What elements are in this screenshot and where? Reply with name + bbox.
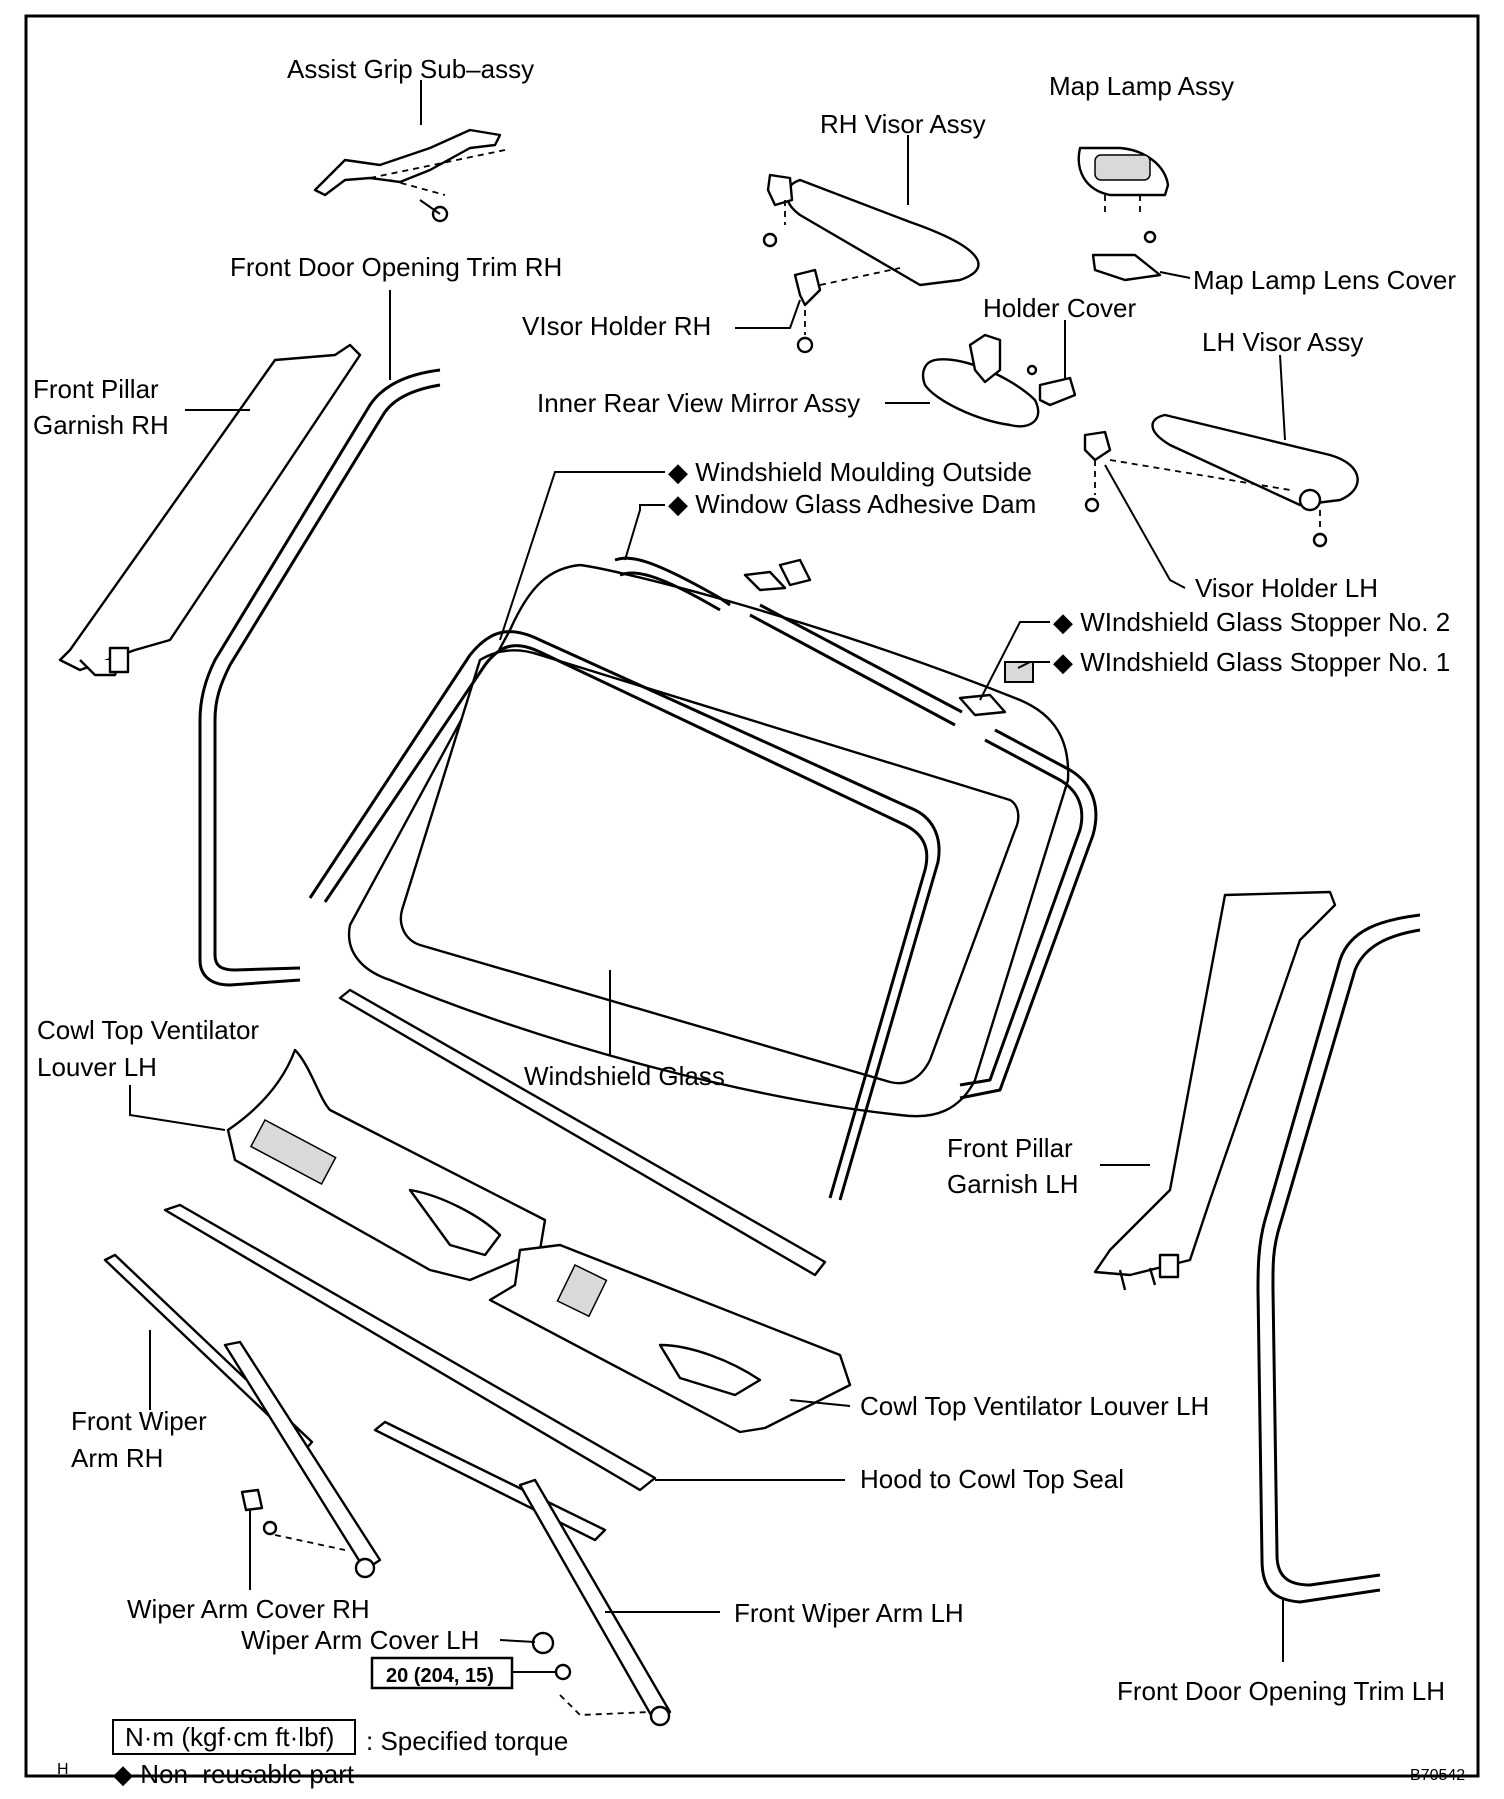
moulding-outside-part: [308, 630, 941, 1201]
front-door-trim-lh-part: [1256, 913, 1421, 1604]
cowl-louver-lh-part: [488, 1243, 852, 1434]
lh-visor-part: [1083, 413, 1359, 548]
corner-marker: H: [57, 1761, 69, 1778]
front-pillar-garnish-rh-part: [58, 343, 362, 677]
label-map-lamp: Map Lamp Assy: [1049, 71, 1234, 101]
label-front-pillar-rh-2: Garnish RH: [33, 410, 169, 440]
front-door-trim-rh-part: [198, 368, 441, 987]
label-moulding-outside: ◆ Windshield Moulding Outside: [668, 457, 1032, 487]
holder-cover-part: [1026, 364, 1077, 407]
stopper-1-part: [778, 558, 1034, 683]
leader-visor-holder-lh: [1104, 464, 1186, 589]
inner-mirror-part: [921, 333, 1040, 428]
legend-torque-text: : Specified torque: [366, 1726, 568, 1756]
leader-cowl-louver-upper: [129, 1085, 226, 1131]
label-adhesive-dam: ◆ Window Glass Adhesive Dam: [668, 489, 1036, 519]
frame-border: [24, 14, 1480, 1778]
label-rh-visor: RH Visor Assy: [820, 109, 986, 139]
stopper-2-part: [743, 570, 1007, 717]
leader-stopper-1: [1017, 661, 1050, 669]
label-front-wiper-rh-2: Arm RH: [71, 1443, 163, 1473]
cowl-louver-upper-part: [226, 1048, 547, 1282]
legend-torque-units: N·m (kgf·cm ft·lbf): [125, 1722, 334, 1752]
label-assist-grip: Assist Grip Sub–assy: [287, 54, 534, 84]
leader-cowl-louver-lh: [789, 1399, 851, 1407]
label-inner-mirror: Inner Rear View Mirror Assy: [537, 388, 860, 418]
label-front-pillar-lh-2: Garnish LH: [947, 1169, 1079, 1199]
label-cowl-louver-upper-1: Cowl Top Ventilator: [37, 1015, 259, 1045]
label-map-lamp-lens: Map Lamp Lens Cover: [1193, 265, 1456, 295]
legend-nonreusable: ◆ Non–reusable part: [113, 1759, 355, 1789]
label-visor-holder-rh: VIsor Holder RH: [522, 311, 711, 341]
wiper-cover-rh-part: [240, 1488, 346, 1551]
label-cowl-louver-lh: Cowl Top Ventilator Louver LH: [860, 1391, 1209, 1421]
legend-torque-box: [112, 1719, 356, 1755]
label-cowl-louver-upper-2: Louver LH: [37, 1052, 157, 1082]
front-pillar-garnish-lh-part: [1093, 890, 1337, 1291]
label-windshield-glass: Windshield Glass: [524, 1061, 725, 1091]
label-visor-holder-lh: Visor Holder LH: [1195, 573, 1378, 603]
hood-seal-part: [163, 1203, 657, 1492]
lower-seal-strip-part: [338, 988, 827, 1277]
label-stopper-2: ◆ WIndshield Glass Stopper No. 2: [1053, 607, 1450, 637]
torque-value-box: [370, 1656, 514, 1690]
leader-visor-holder-rh: [735, 299, 801, 329]
label-hood-seal: Hood to Cowl Top Seal: [860, 1464, 1124, 1494]
label-wiper-cover-lh: Wiper Arm Cover LH: [241, 1625, 479, 1655]
label-wiper-cover-rh: Wiper Arm Cover RH: [127, 1594, 370, 1624]
leader-map-lamp-lens: [1159, 271, 1191, 279]
adhesive-dam-part: [614, 556, 1098, 1100]
rh-visor-part: [762, 173, 980, 354]
label-front-wiper-rh-1: Front Wiper: [71, 1406, 207, 1436]
leader-lh-visor: [1279, 354, 1286, 441]
label-front-door-trim-lh: Front Door Opening Trim LH: [1117, 1676, 1445, 1706]
leader-moulding-outside: [499, 471, 665, 641]
label-front-door-trim-rh: Front Door Opening Trim RH: [230, 252, 562, 282]
assist-grip-part: [313, 128, 506, 223]
figure-id: B70542: [1410, 1767, 1465, 1784]
windshield-glass-part: [347, 563, 1070, 1118]
leader-adhesive-dam: [624, 504, 665, 561]
label-front-wiper-lh: Front Wiper Arm LH: [734, 1598, 964, 1628]
label-holder-cover: Holder Cover: [983, 293, 1137, 323]
wiper-cover-lh-part: [531, 1631, 572, 1681]
front-wiper-lh-part: [373, 1420, 672, 1727]
label-front-pillar-rh-1: Front Pillar: [33, 374, 159, 404]
label-torque-value: 20 (204, 15): [386, 1665, 494, 1687]
map-lamp-part: [1077, 146, 1170, 282]
label-front-pillar-lh-1: Front Pillar: [947, 1133, 1073, 1163]
label-stopper-1: ◆ WIndshield Glass Stopper No. 1: [1053, 647, 1450, 677]
front-wiper-rh-part: [103, 1253, 382, 1579]
leader-stopper-2: [979, 621, 1050, 701]
label-lh-visor: LH Visor Assy: [1202, 327, 1363, 357]
leader-wiper-cover-lh: [499, 1639, 536, 1643]
